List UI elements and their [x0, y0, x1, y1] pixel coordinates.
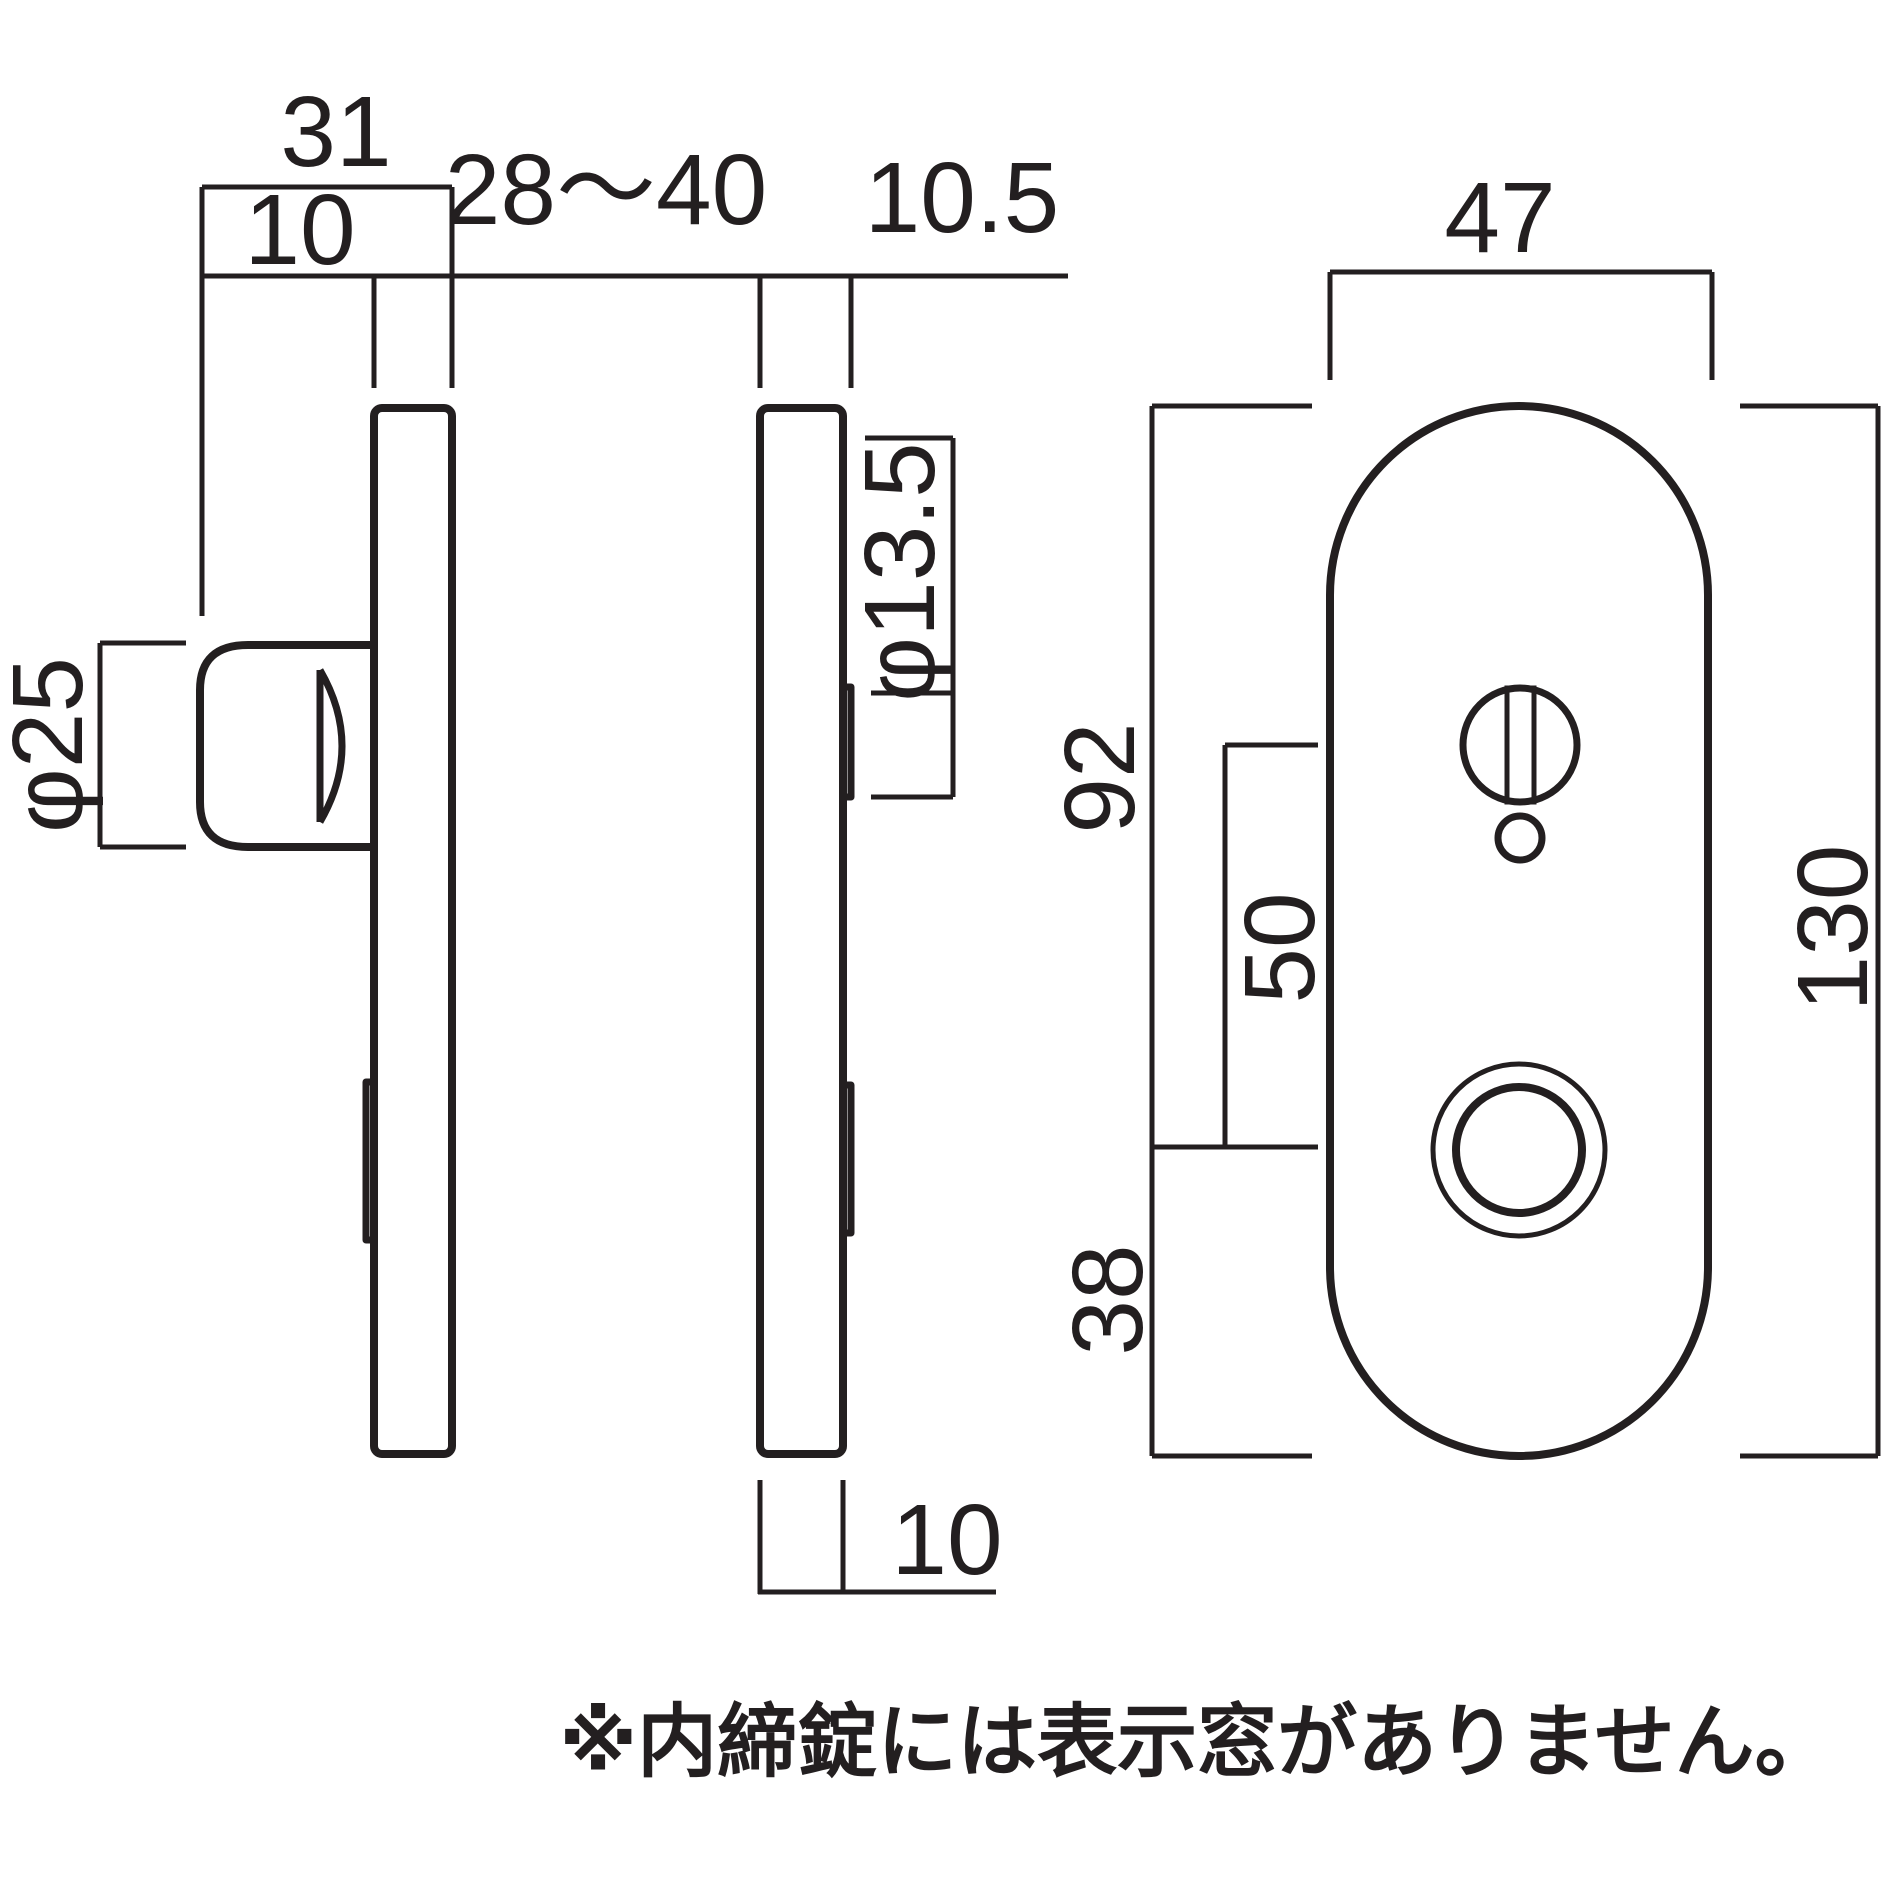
dim92-label: 92 — [1044, 722, 1156, 833]
dim130-label: 130 — [1777, 845, 1888, 1012]
inside-plate-outline — [370, 404, 456, 1458]
bottom10-label: 10 — [891, 1484, 1002, 1596]
dim38-label: 38 — [1052, 1244, 1164, 1355]
dim31-label: 31 — [280, 76, 391, 188]
inside-unit-side-view: φ25 31 10 — [0, 76, 1068, 1458]
phi25-label: φ25 — [0, 657, 104, 833]
spindle-boss-step — [843, 683, 855, 801]
phi135-label: φ13.5 — [844, 442, 956, 701]
cylinder-inner-ring — [1452, 1083, 1586, 1217]
thumbturn-face-circle — [1459, 684, 1581, 806]
inside-plate-boss-step — [362, 1078, 374, 1244]
front-view: 47 92 38 50 130 — [1044, 162, 1888, 1460]
indicator-hole-circle — [1494, 812, 1546, 864]
dim50-label: 50 — [1224, 892, 1336, 1003]
dim47-label: 47 — [1444, 162, 1555, 274]
outside-plate-outline — [756, 404, 847, 1458]
thumbturn-slot — [1504, 685, 1537, 805]
front-plate-outline — [1326, 402, 1712, 1460]
outside-unit-side-view: 28〜40 10.5 φ13.5 10 — [445, 134, 1060, 1596]
footnote-text: ※内締錠には表示窓がありません。 — [559, 1696, 1834, 1789]
thumbturn-knob-dome-arc — [316, 668, 346, 824]
dim10-label: 10 — [244, 174, 355, 286]
cylinder-boss-step — [843, 1081, 855, 1237]
cylinder-outer-ring — [1430, 1061, 1608, 1239]
door-thickness-label: 28〜40 — [445, 134, 767, 246]
thumbturn-knob-outline — [196, 641, 374, 851]
dim105-label: 10.5 — [865, 142, 1060, 254]
